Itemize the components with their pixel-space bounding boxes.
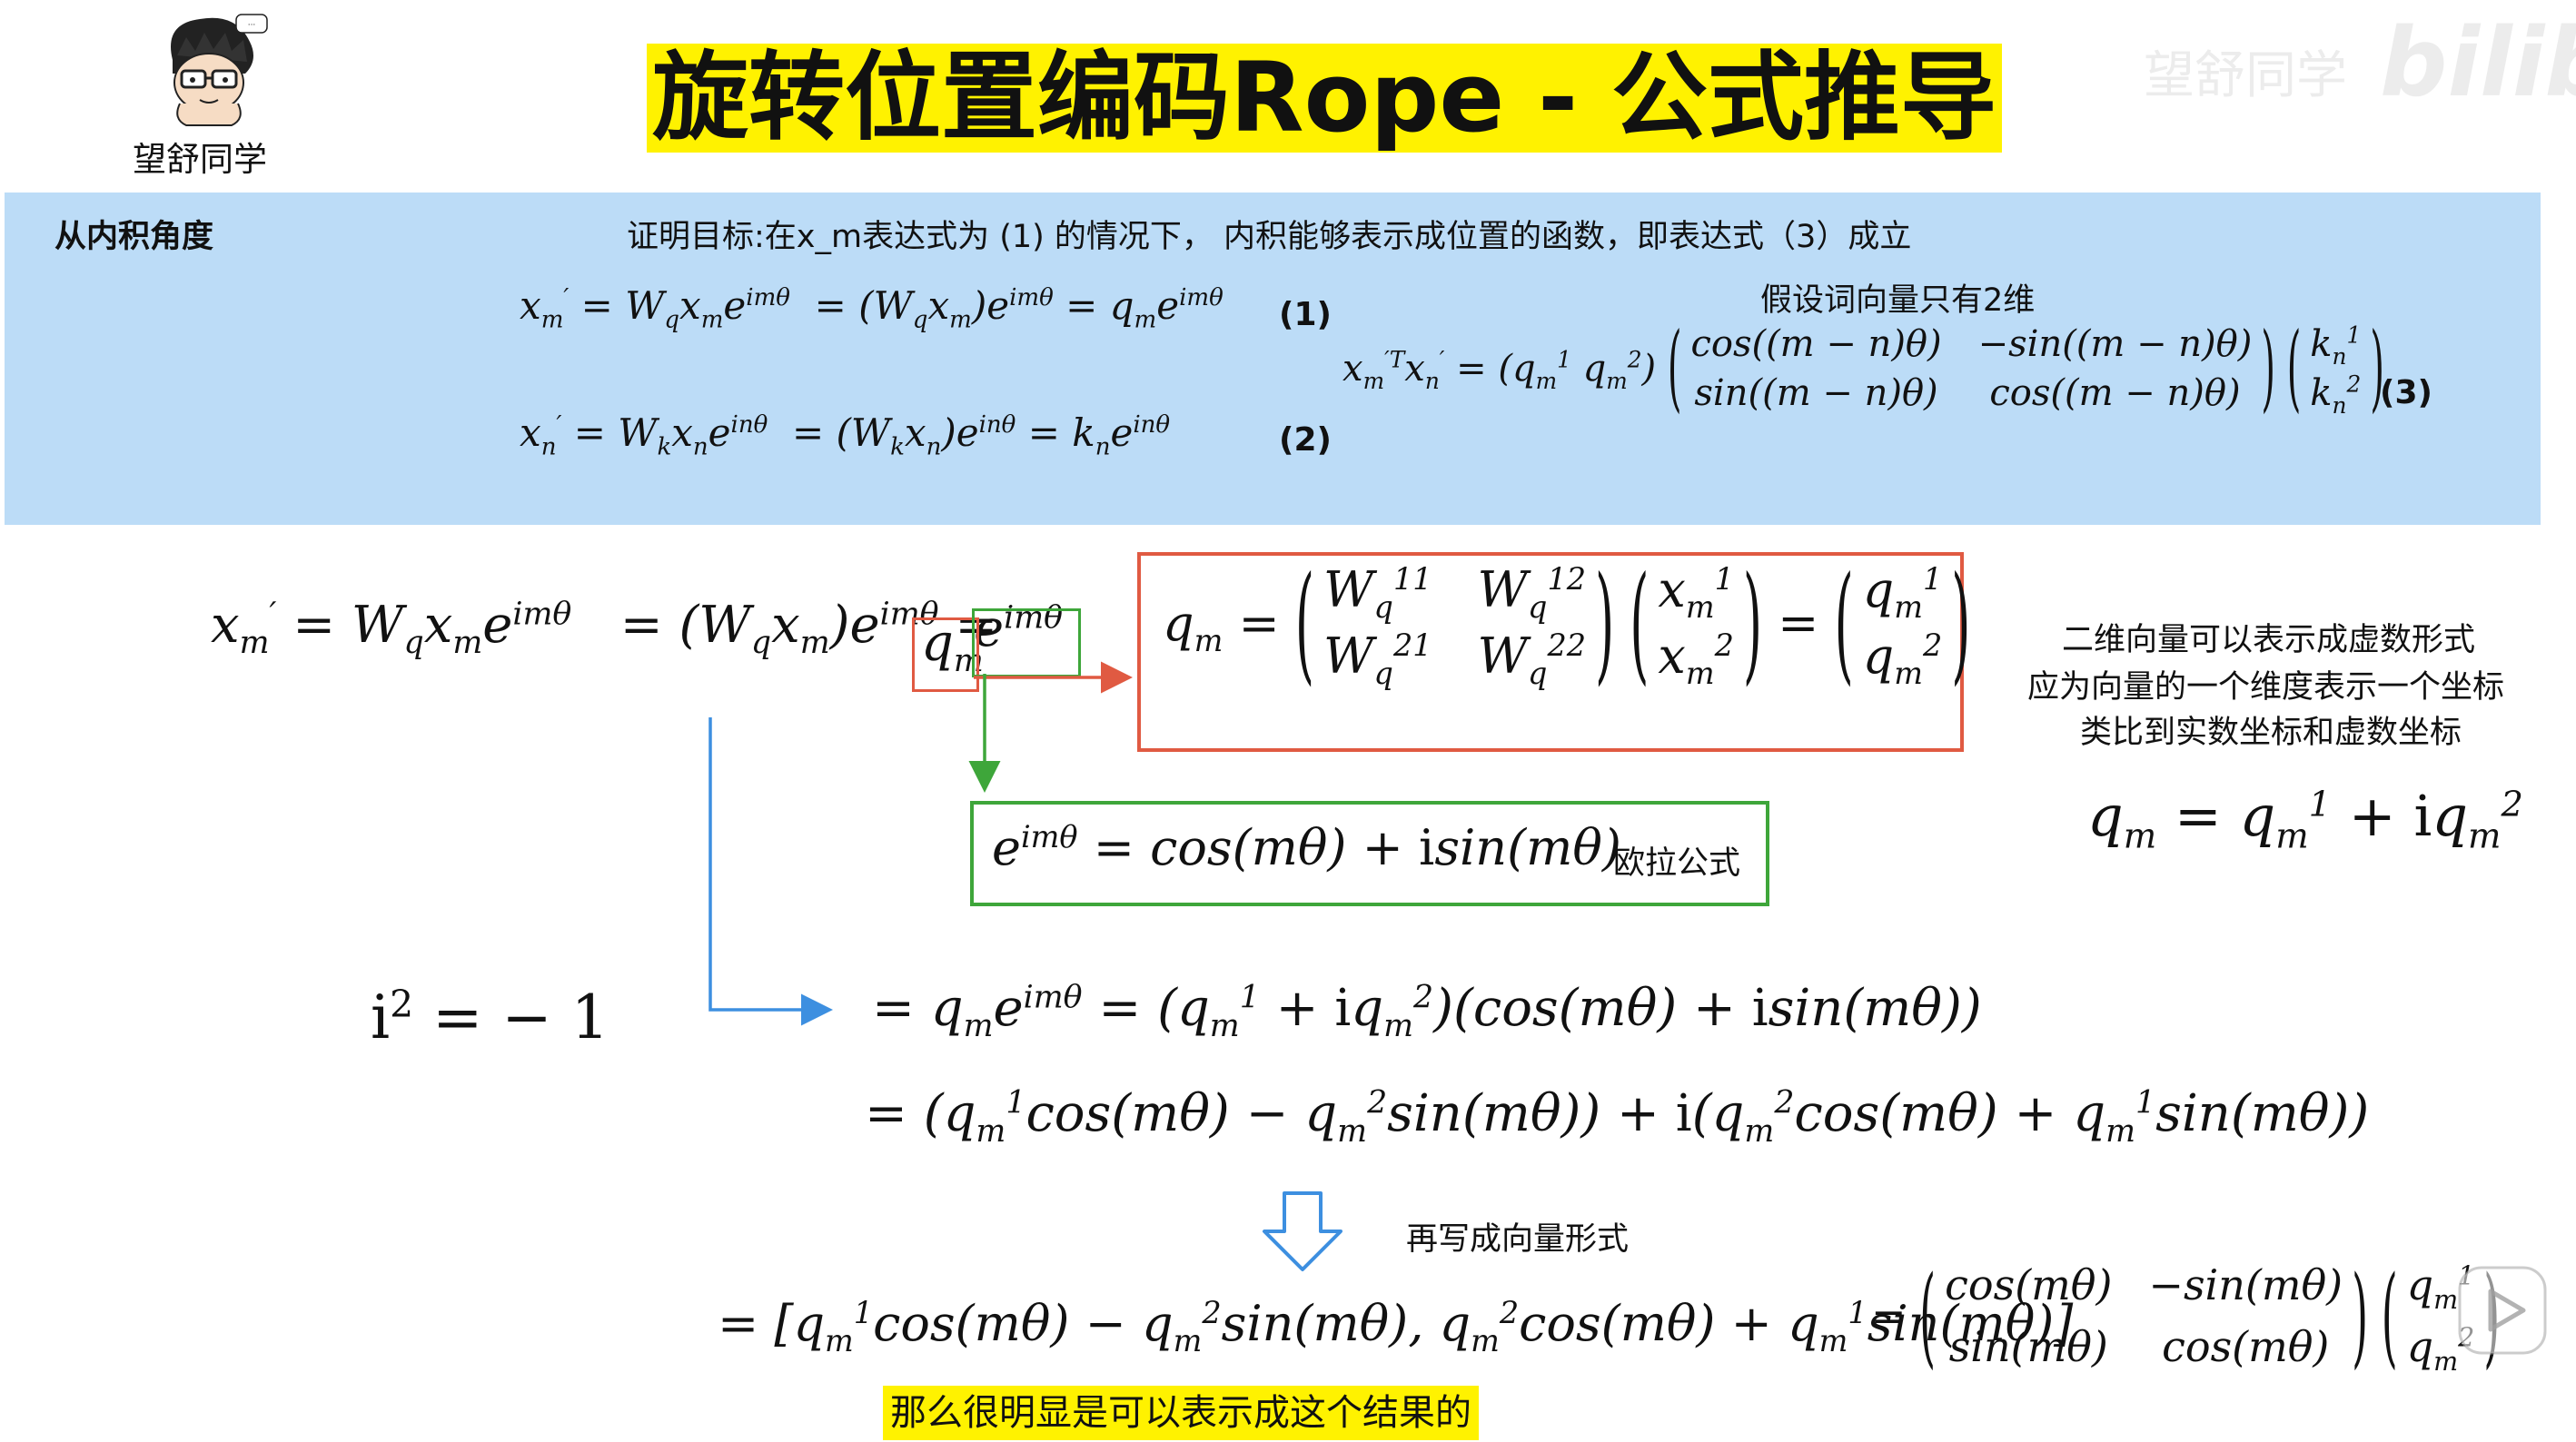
complex-note-line-2: 应为向量的一个维度表示一个坐标 [2027, 669, 2505, 706]
page-title: 旋转位置编码Rope - 公式推导 [647, 44, 2003, 153]
complex-note-line-3: 类比到实数坐标和虚数坐标 [2080, 715, 2462, 751]
play-button-icon[interactable] [2452, 1260, 2552, 1360]
derivation-line-1: = qmeimθ = (qm1 + iqm2)(cos(mθ) + isin(m… [872, 979, 1982, 1045]
main-equation: xm′ = Wqxmeimθ = (Wqxm)eimθ = [211, 596, 1015, 662]
equation-3: xm′Txn′ = (qm1 qm2) ( cos((m − n)θ)−sin(… [1342, 314, 2384, 423]
euler-label: 欧拉公式 [1613, 845, 1741, 882]
proof-panel [5, 193, 2541, 525]
i-squared: i2 = − 1 [371, 983, 609, 1052]
euler-green-box [970, 801, 1769, 906]
avatar-name: 望舒同学 [133, 140, 267, 179]
svg-text:···: ··· [248, 21, 256, 30]
euler-formula: eimθ = cos(mθ) + isin(mθ) [992, 819, 1621, 876]
complex-form-equation: qm = qm1 + iqm2 [2087, 783, 2523, 857]
derivation-line-2: = (qm1cos(mθ) − qm2sin(mθ)) + i(qm2cos(m… [865, 1084, 2370, 1151]
equation-1-number: (1) [1279, 296, 1332, 333]
equation-2-number: (2) [1279, 421, 1332, 459]
equation-1: xm′ = Wqxmeimθ = (Wqxm)eimθ = qmeimθ [520, 283, 1224, 334]
hollow-down-arrow-icon [1263, 1191, 1342, 1271]
equation-3-number: (3) [2380, 374, 2432, 411]
section-label: 从内积角度 [54, 219, 214, 255]
blue-arrow [708, 717, 833, 1026]
watermark-logo: bilibili [2380, 7, 2576, 118]
conclusion-text: 那么很明显是可以表示成这个结果的 [883, 1386, 1479, 1440]
rewrite-label: 再写成向量形式 [1406, 1221, 1630, 1258]
proof-goal: 证明目标:在x_m表达式为 (1) 的情况下， 内积能够表示成位置的函数，即表达… [627, 219, 1912, 255]
watermark-author: 望舒同学 [2144, 46, 2347, 105]
equation-2: xn′ = Wkxneinθ = (Wkxn)einθ = kneinθ [520, 410, 1171, 461]
assumption-text: 假设词向量只有2维 [1760, 282, 2036, 319]
vector-form-equation: = [qm1cos(mθ) − qm2sin(mθ), qm2cos(mθ) +… [718, 1295, 2074, 1358]
matrix-red-box [1137, 552, 1964, 752]
complex-note-line-1: 二维向量可以表示成虚数形式 [2062, 622, 2476, 658]
q-m-red-box [912, 617, 979, 692]
avatar-icon: ··· [171, 14, 268, 126]
